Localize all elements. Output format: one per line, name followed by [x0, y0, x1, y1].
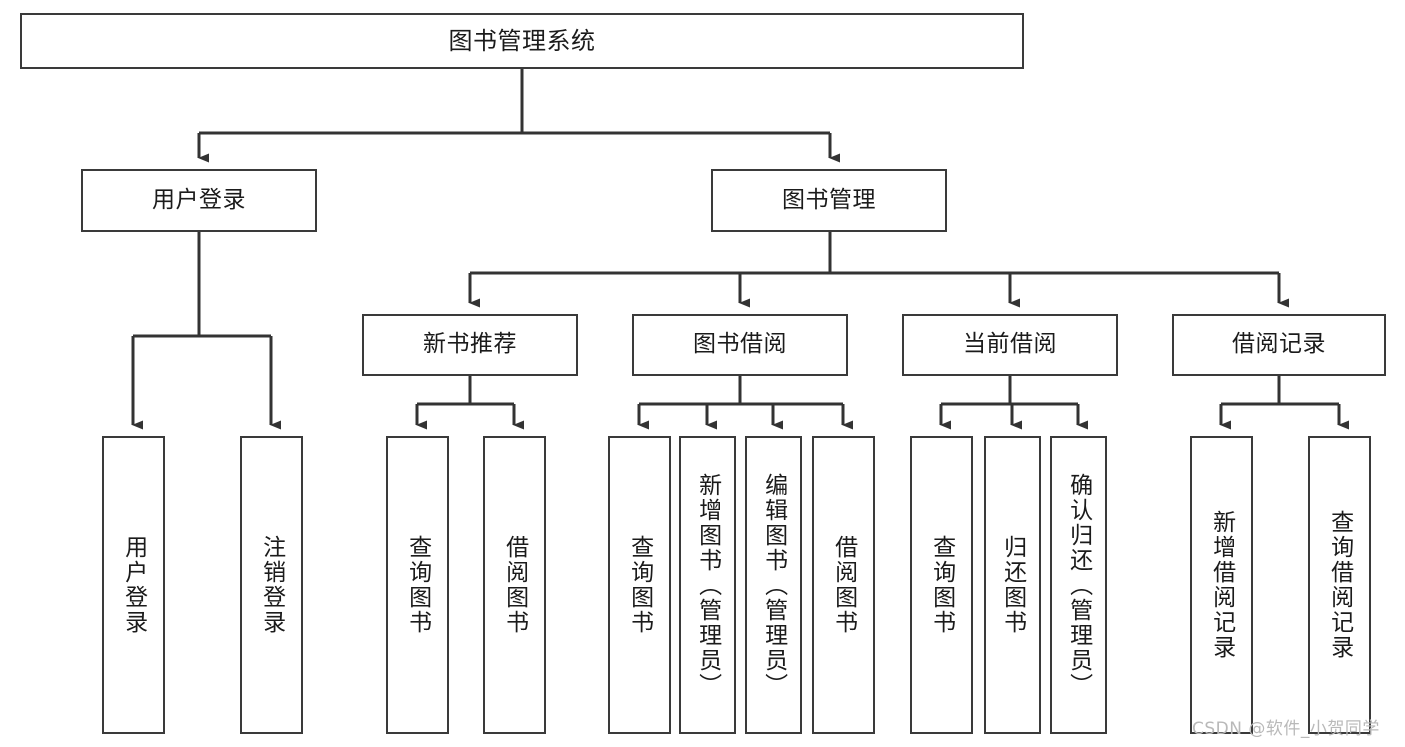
edge-group-user-login [131, 232, 281, 430]
edge-group-book-borrow [637, 376, 853, 430]
node-leaf-edit-book-label: 编辑图书（管理员） [760, 472, 787, 698]
node-root-system[interactable]: 图书管理系统 [20, 13, 1024, 69]
node-leaf-user-logout[interactable]: 注销登录 [240, 436, 303, 734]
node-leaf-borrow-book-2-label: 借阅图书 [830, 535, 857, 635]
node-leaf-query-borrow-record-label: 查询借阅记录 [1326, 510, 1353, 660]
node-current-borrow-label: 当前借阅 [963, 331, 1057, 358]
node-leaf-add-book-label: 新增图书（管理员） [694, 472, 721, 698]
node-root-system-label: 图书管理系统 [448, 26, 596, 55]
node-leaf-return-book[interactable]: 归还图书 [984, 436, 1041, 734]
node-leaf-user-login-label: 用户登录 [120, 535, 147, 635]
node-leaf-query-book-1-label: 查询图书 [404, 535, 431, 635]
node-book-manage-label: 图书管理 [782, 186, 876, 213]
csdn-watermark: CSDN @软件_小贺同学 [1192, 719, 1380, 739]
node-book-borrow[interactable]: 图书借阅 [632, 314, 848, 376]
node-user-login-label: 用户登录 [152, 186, 246, 213]
node-leaf-user-logout-label: 注销登录 [258, 535, 285, 635]
node-borrow-record[interactable]: 借阅记录 [1172, 314, 1386, 376]
node-borrow-record-label: 借阅记录 [1232, 331, 1326, 358]
node-current-borrow[interactable]: 当前借阅 [902, 314, 1118, 376]
node-leaf-confirm-return-label: 确认归还（管理员） [1065, 472, 1092, 698]
node-leaf-query-book-2-label: 查询图书 [626, 535, 653, 635]
node-book-borrow-label: 图书借阅 [693, 331, 787, 358]
node-leaf-query-book-2[interactable]: 查询图书 [608, 436, 671, 734]
node-leaf-user-login[interactable]: 用户登录 [102, 436, 165, 734]
node-leaf-add-book[interactable]: 新增图书（管理员） [679, 436, 736, 734]
edge-group-root [197, 69, 840, 163]
edge-group-current-borrow [939, 376, 1088, 430]
node-leaf-return-book-label: 归还图书 [999, 535, 1026, 635]
node-new-book-recommend-label: 新书推荐 [423, 331, 517, 358]
edge-group-book-manage [468, 232, 1289, 308]
node-leaf-edit-book[interactable]: 编辑图书（管理员） [745, 436, 802, 734]
node-leaf-confirm-return[interactable]: 确认归还（管理员） [1050, 436, 1107, 734]
node-leaf-borrow-book-2[interactable]: 借阅图书 [812, 436, 875, 734]
edge-group-new-book-rec [415, 376, 524, 430]
node-leaf-query-book-3[interactable]: 查询图书 [910, 436, 973, 734]
node-leaf-query-borrow-record[interactable]: 查询借阅记录 [1308, 436, 1371, 734]
node-new-book-recommend[interactable]: 新书推荐 [362, 314, 578, 376]
edge-group-borrow-record [1219, 376, 1349, 430]
node-leaf-borrow-book-1-label: 借阅图书 [501, 535, 528, 635]
node-leaf-query-book-1[interactable]: 查询图书 [386, 436, 449, 734]
node-book-manage[interactable]: 图书管理 [711, 169, 947, 232]
node-leaf-query-book-3-label: 查询图书 [928, 535, 955, 635]
node-leaf-add-borrow-record-label: 新增借阅记录 [1208, 510, 1235, 660]
node-leaf-borrow-book-1[interactable]: 借阅图书 [483, 436, 546, 734]
node-leaf-add-borrow-record[interactable]: 新增借阅记录 [1190, 436, 1253, 734]
node-user-login[interactable]: 用户登录 [81, 169, 317, 232]
